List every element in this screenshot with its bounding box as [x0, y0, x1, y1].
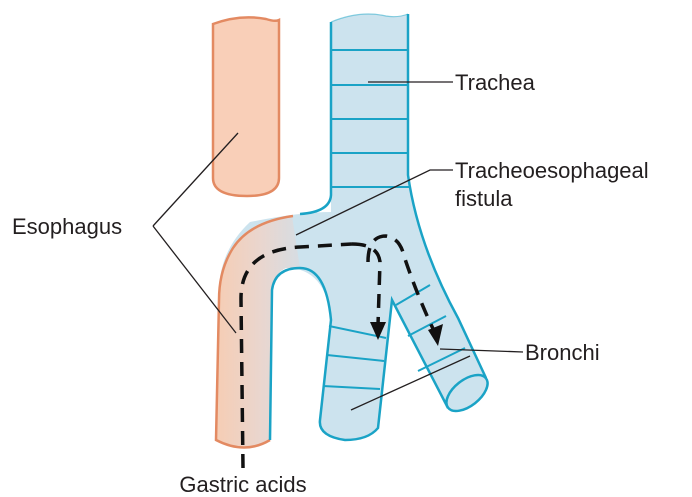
fistula-label-line2: fistula [455, 186, 513, 211]
fistula-label-line1: Tracheoesophageal [455, 158, 649, 183]
gastric-acids-label: Gastric acids [179, 472, 306, 497]
upper-esophagus-pouch [213, 17, 279, 196]
trachea-left-wall [300, 22, 331, 214]
bronchi-label: Bronchi [525, 340, 600, 365]
trachea-label: Trachea [455, 70, 536, 95]
esophagus-label: Esophagus [12, 214, 122, 239]
